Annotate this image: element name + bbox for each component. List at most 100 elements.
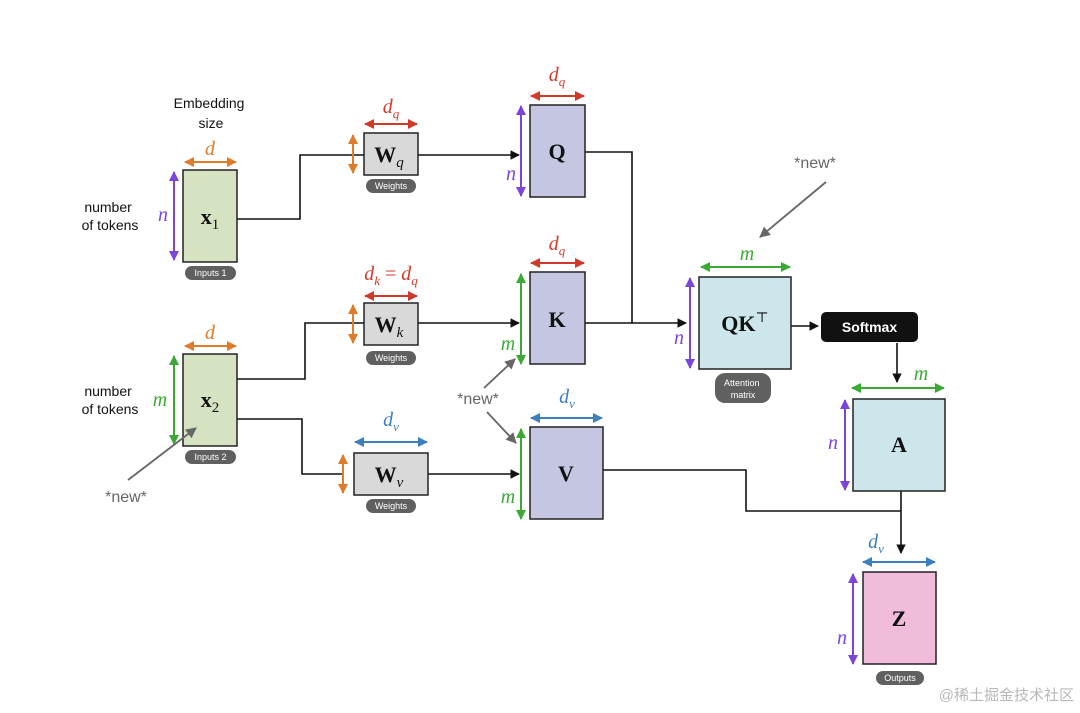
z-width-label: dv — [868, 531, 884, 556]
a-width-label: m — [914, 363, 928, 385]
wk-matrix — [363, 302, 419, 346]
a-height-label: n — [828, 432, 838, 454]
wv-matrix — [353, 452, 429, 496]
qk-label: QK⊤ — [721, 311, 768, 336]
inputs1-side-line2: of tokens — [82, 217, 139, 233]
inputs1-badge-text: Inputs 1 — [194, 268, 226, 278]
wk-dim-right: d — [401, 263, 412, 285]
x2-sub: 2 — [212, 400, 220, 416]
connector-x2-to-wk — [237, 322, 364, 380]
inputs2-side-line2: of tokens — [82, 401, 139, 417]
middle-new-note: *new* — [457, 391, 499, 408]
connector-x2-to-wv — [237, 418, 343, 475]
weights-k-group: dk = dq Wk Weights — [348, 263, 419, 365]
z-matrix — [862, 571, 937, 665]
x1-label: x1 — [201, 204, 220, 233]
wq-matrix — [363, 132, 419, 176]
z-label: Z — [892, 606, 907, 631]
wv-badge — [366, 499, 416, 513]
embedding-size-label: Embedding size — [174, 95, 249, 131]
x1-matrix — [182, 169, 238, 263]
v-width-sub: v — [569, 396, 575, 411]
wk-dim-left: d — [364, 263, 375, 285]
wq-dim-label: dq — [383, 96, 400, 121]
v-label: V — [558, 461, 574, 486]
wv-sub: v — [397, 475, 404, 491]
attention-badge-line1: Attention — [724, 378, 760, 388]
watermark: @稀土掘金技术社区 — [939, 687, 1074, 704]
k-width-base: d — [549, 233, 560, 255]
inputs1-width-label: d — [205, 138, 216, 160]
inputs2-new-note: *new* — [105, 489, 147, 506]
v-height-label: m — [501, 486, 515, 508]
inputs2-height-label: m — [153, 389, 167, 411]
wk-label: Wk — [375, 312, 404, 341]
q-width-sub: q — [559, 74, 566, 89]
weights-v-group: dv Wv Weights — [338, 409, 429, 513]
middle-new-arrow-up — [483, 358, 516, 389]
k-width-sub: q — [559, 243, 566, 258]
qk-group: *new* m n QK⊤ Attention matrix — [674, 155, 836, 403]
outputs-badge — [876, 671, 924, 685]
wk-sub: k — [397, 325, 404, 341]
q-label: Q — [548, 139, 565, 164]
z-group: dv n Z Outputs — [837, 531, 937, 685]
qk-sup: ⊤ — [756, 311, 769, 326]
q-group: dq n Q — [506, 64, 586, 198]
inputs1-side-line1: number — [84, 199, 132, 215]
inputs2-side-line1: number — [84, 383, 132, 399]
connector-q-to-qk — [585, 151, 633, 323]
middle-new-arrow-down — [486, 411, 517, 444]
k-label: K — [548, 307, 565, 332]
wk-dim-eq: = — [380, 263, 401, 285]
q-matrix — [529, 104, 586, 198]
qk-height-label: n — [674, 327, 684, 349]
z-width-sub: v — [878, 541, 884, 556]
a-group: m n A — [828, 363, 946, 492]
wk-dim-left-sub: k — [374, 273, 380, 288]
attention-matrix-badge-text: Attention matrix — [724, 378, 762, 400]
inputs2-side-label: number of tokens — [82, 383, 139, 417]
wv-dim-base: d — [383, 409, 394, 431]
wv-dim-sub: v — [393, 419, 399, 434]
a-label: A — [891, 432, 907, 457]
v-width-base: d — [559, 386, 570, 408]
wk-dim-right-sub: q — [411, 273, 418, 288]
wk-badge-text: Weights — [375, 353, 408, 363]
inputs1-badge — [185, 266, 236, 280]
wq-badge — [366, 179, 416, 193]
z-width-base: d — [868, 531, 879, 553]
wq-dim-base: d — [383, 96, 394, 118]
q-width-base: d — [549, 64, 560, 86]
inputs1-height-label: n — [158, 204, 168, 226]
wq-sub: q — [396, 155, 404, 171]
v-matrix — [529, 426, 604, 520]
z-height-label: n — [837, 627, 847, 649]
wv-base: W — [375, 462, 397, 487]
x1-base: x — [201, 204, 212, 229]
connector-v-to-z — [603, 469, 901, 512]
inputs2-new-arrow — [127, 427, 197, 481]
inputs1-group: Embedding size d number of tokens n x1 I… — [82, 95, 249, 280]
k-group: dq m K — [501, 233, 586, 365]
inputs2-group: d number of tokens m x2 Inputs 2 *new* — [82, 322, 238, 506]
outputs-badge-text: Outputs — [884, 673, 916, 683]
inputs2-width-label: d — [205, 322, 216, 344]
v-group: dv m V — [501, 386, 604, 520]
k-width-label: dq — [549, 233, 566, 258]
k-height-label: m — [501, 333, 515, 355]
inputs2-badge — [185, 450, 236, 464]
qk-new-arrow — [759, 181, 827, 238]
connector-x1-to-wq — [237, 154, 364, 220]
softmax-group: Softmax — [821, 312, 918, 342]
qk-base: QK — [721, 311, 755, 336]
embedding-size-line1: Embedding — [174, 95, 245, 111]
attention-matrix-badge — [715, 373, 771, 403]
wq-base: W — [374, 142, 396, 167]
k-matrix — [529, 271, 586, 365]
wq-badge-text: Weights — [375, 181, 408, 191]
weights-q-group: dq Wq Weights — [348, 96, 419, 193]
wv-dim-label: dv — [383, 409, 399, 434]
